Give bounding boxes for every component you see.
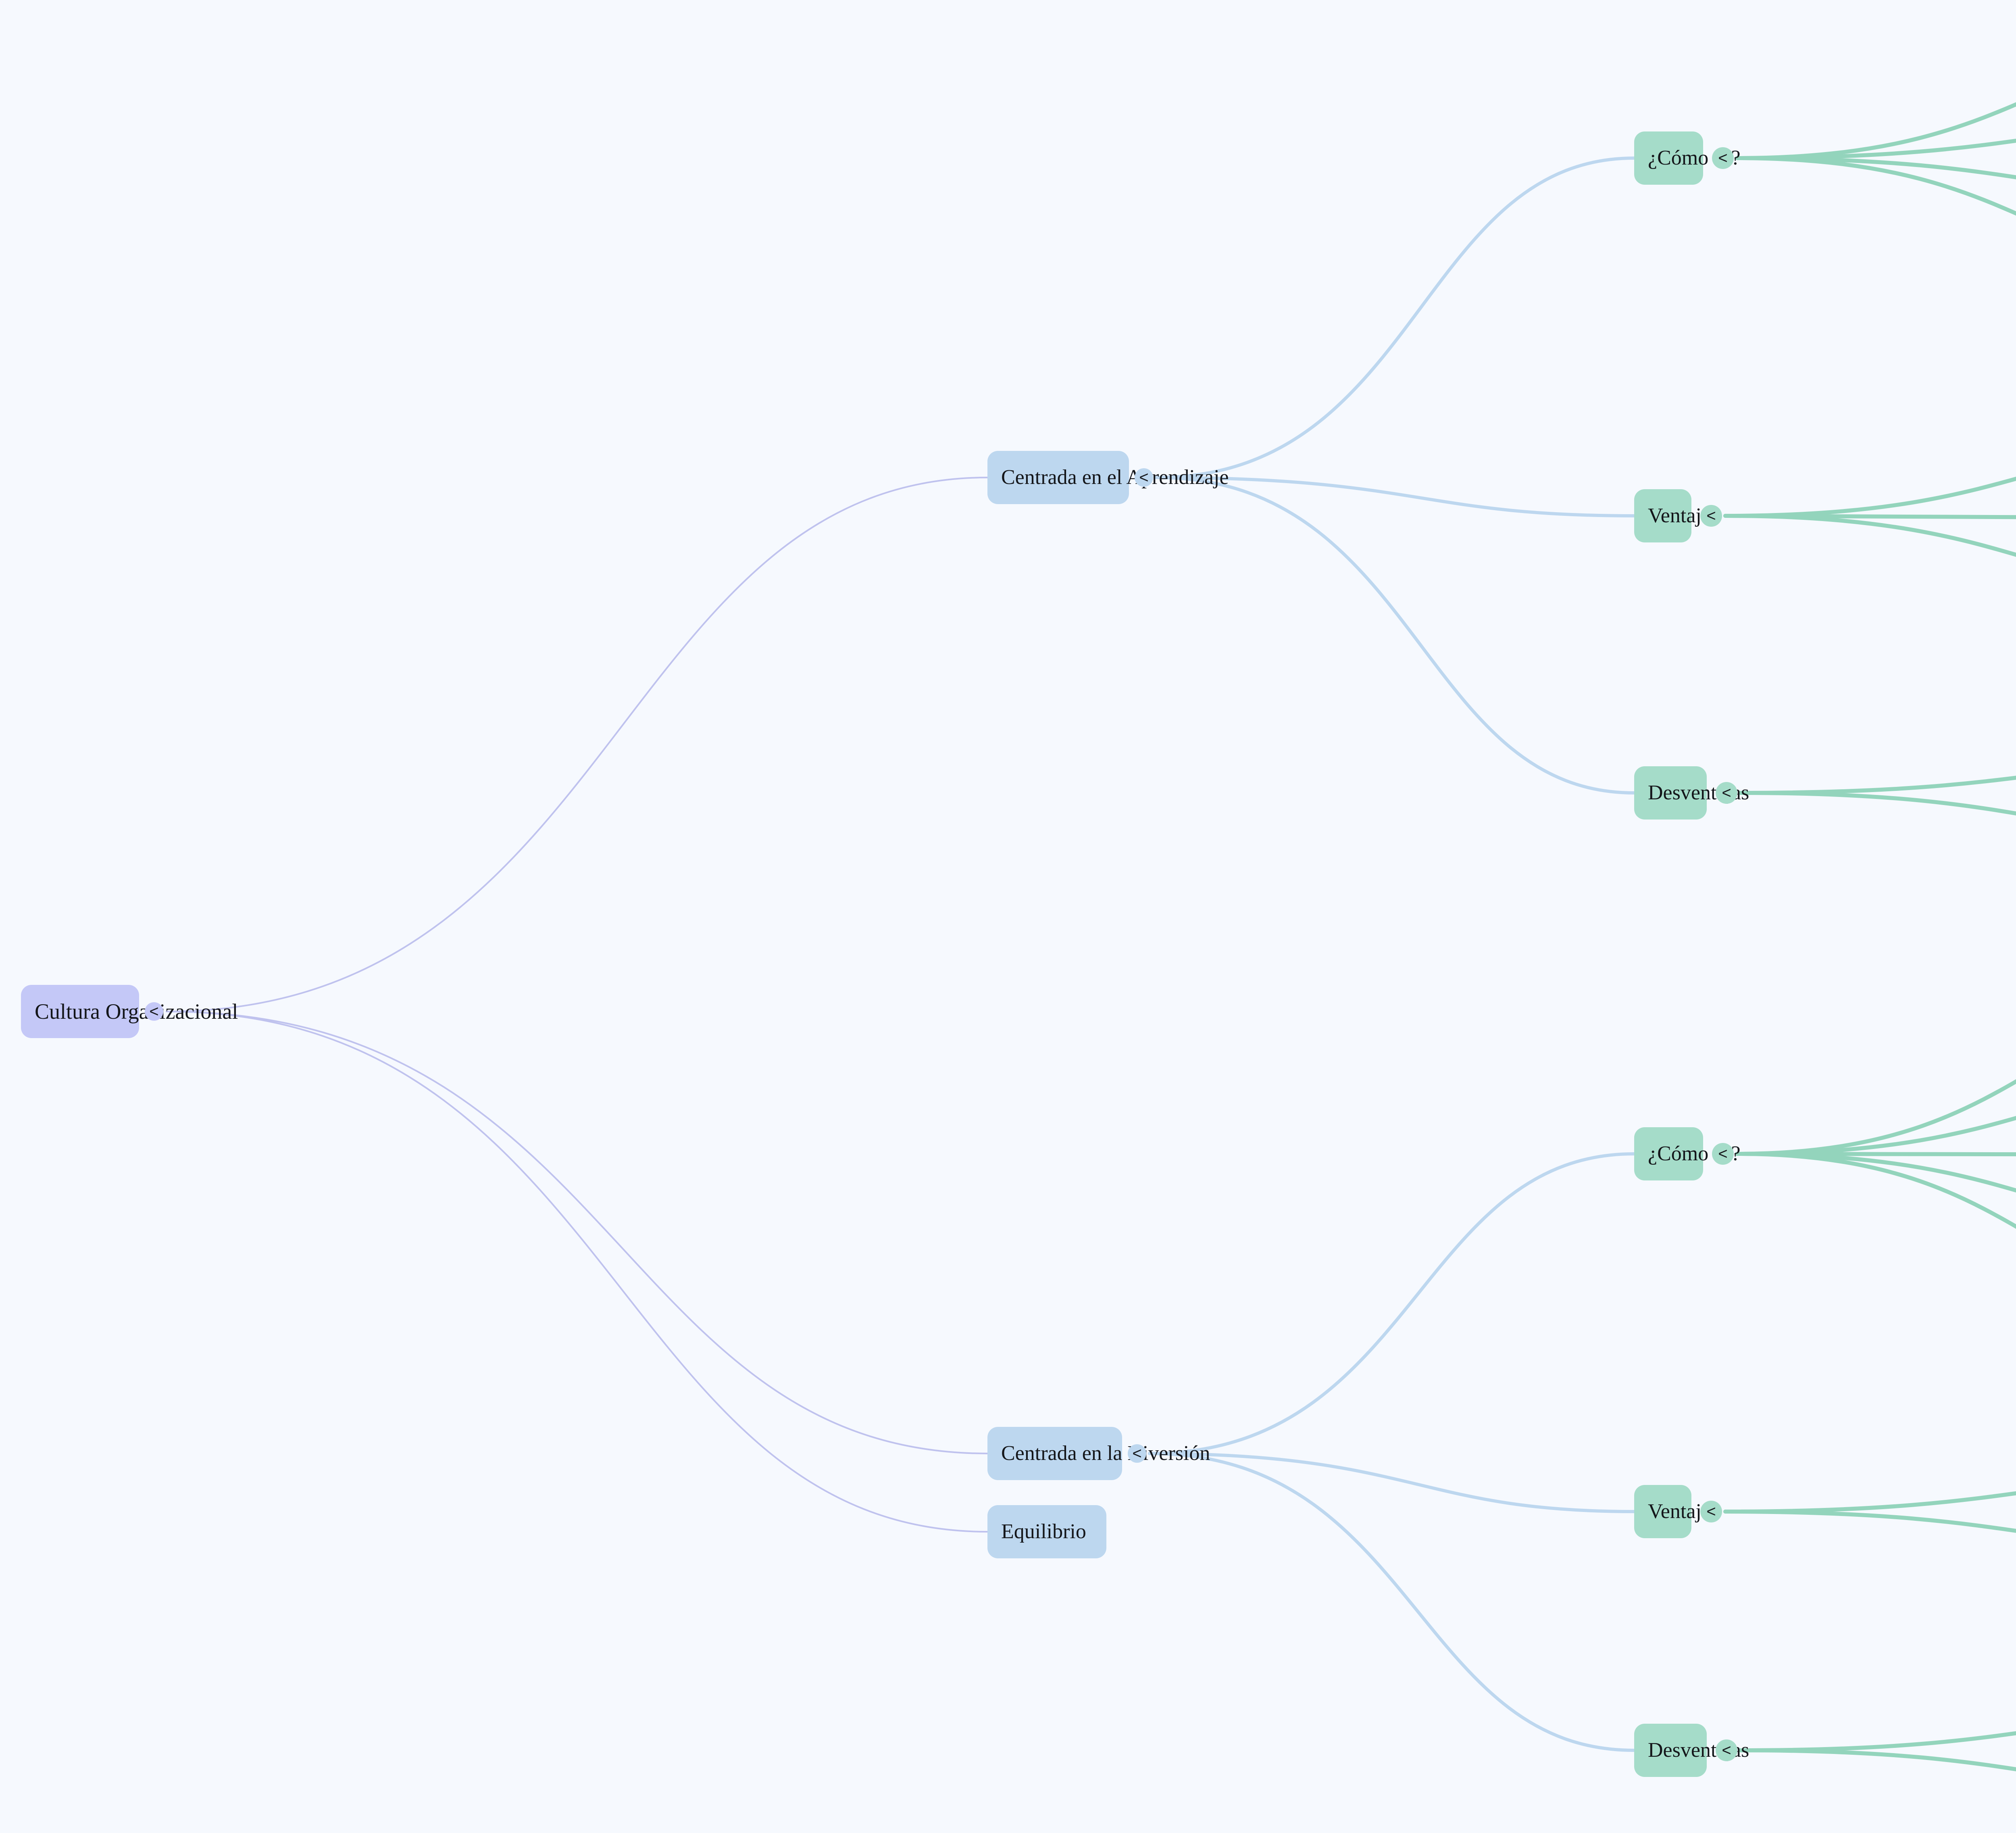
link-root-to-n-equilibrio <box>166 1011 988 1533</box>
link-n-dv-ventajas-to-leaf-e2 <box>1723 1510 2016 1533</box>
link-n-diversion-to-n-dv-desventajas <box>1148 1452 1636 1752</box>
node-label: Cultura Organizacional <box>35 999 238 1024</box>
collapse-toggle-n-dv-como[interactable]: < <box>1712 1143 1734 1165</box>
link-n-ap-desventajas-to-leaf-c2 <box>1739 791 2016 815</box>
link-n-ap-como-to-leaf-a2 <box>1735 138 2016 160</box>
chevron-left-icon: < <box>1722 784 1731 802</box>
chevron-left-icon: < <box>1718 149 1728 167</box>
chevron-left-icon: < <box>1706 507 1716 525</box>
link-n-dv-como-to-leaf-d2 <box>1735 1116 2016 1156</box>
chevron-left-icon: < <box>1718 1145 1728 1163</box>
link-n-ap-ventajas-to-leaf-b1 <box>1723 477 2016 518</box>
link-n-ap-desventajas-to-leaf-c1 <box>1739 776 2016 795</box>
collapse-toggle-n-ap-como[interactable]: < <box>1712 147 1734 169</box>
link-n-ap-ventajas-to-leaf-b3 <box>1723 514 2016 557</box>
link-n-ap-como-to-leaf-a1 <box>1735 102 2016 160</box>
mindmap-node-n-aprendizaje[interactable]: Centrada en el Aprendizaje <box>987 451 1229 504</box>
mindmap-node-n-ap-como[interactable]: ¿Cómo es? <box>1634 131 1741 185</box>
mindmap-node-n-ap-desventajas[interactable]: Desventajas <box>1634 766 1749 820</box>
link-n-aprendizaje-to-n-ap-desventajas <box>1155 476 1636 795</box>
mindmap-node-n-dv-desventajas[interactable]: Desventajas <box>1634 1724 1749 1777</box>
link-n-dv-como-to-leaf-d1 <box>1735 1079 2016 1156</box>
link-n-diversion-to-n-dv-como <box>1148 1152 1636 1455</box>
chevron-left-icon: < <box>1706 1503 1716 1520</box>
collapse-toggle-n-ap-ventajas[interactable]: < <box>1700 505 1722 527</box>
mindmap-node-n-dv-como[interactable]: ¿Cómo es? <box>1634 1127 1741 1180</box>
link-n-dv-como-to-leaf-d4 <box>1735 1152 2016 1193</box>
chevron-left-icon: < <box>1132 1445 1142 1462</box>
collapse-toggle-n-ap-desventajas[interactable]: < <box>1716 782 1737 804</box>
node-label: Equilibrio <box>1001 1520 1086 1543</box>
mindmap-node-n-dv-ventajas[interactable]: Ventajas <box>1634 1485 1719 1538</box>
link-n-dv-desventajas-to-leaf-f2 <box>1739 1748 2016 1771</box>
collapse-toggle-n-diversion[interactable]: < <box>1128 1444 1146 1463</box>
link-root-to-n-aprendizaje <box>166 477 988 1012</box>
link-n-aprendizaje-to-n-ap-como <box>1155 156 1636 479</box>
node-label: Centrada en el Aprendizaje <box>1001 466 1229 489</box>
mindmap-node-n-equilibrio[interactable]: Equilibrio <box>987 1505 1106 1558</box>
collapse-toggle-root[interactable]: < <box>145 1002 163 1021</box>
link-root-to-n-diversion <box>166 1011 988 1454</box>
mindmap-node-n-ap-ventajas[interactable]: Ventajas <box>1634 489 1719 542</box>
collapse-toggle-n-dv-desventajas[interactable]: < <box>1716 1739 1737 1761</box>
link-n-dv-como-to-leaf-d5 <box>1735 1152 2016 1229</box>
collapse-toggle-n-aprendizaje[interactable]: < <box>1135 468 1153 487</box>
mindmap-node-root[interactable]: Cultura Organizacional <box>21 985 238 1038</box>
collapse-toggle-n-dv-ventajas[interactable]: < <box>1700 1501 1722 1522</box>
link-n-ap-ventajas-to-leaf-b2 <box>1723 514 2016 519</box>
link-n-dv-ventajas-to-leaf-e1 <box>1723 1491 2016 1514</box>
link-n-ap-como-to-leaf-a4 <box>1735 156 2016 216</box>
link-n-ap-como-to-leaf-a3 <box>1735 156 2016 179</box>
chevron-left-icon: < <box>1139 469 1149 486</box>
link-n-diversion-to-n-dv-ventajas <box>1148 1452 1636 1513</box>
link-n-dv-desventajas-to-leaf-f1 <box>1739 1731 2016 1752</box>
chevron-left-icon: < <box>149 1003 159 1020</box>
node-label: Centrada en la Diversión <box>1001 1442 1210 1465</box>
mindmap-node-n-diversion[interactable]: Centrada en la Diversión <box>987 1427 1210 1480</box>
link-n-dv-como-to-leaf-d3 <box>1735 1152 2016 1156</box>
chevron-left-icon: < <box>1722 1741 1731 1759</box>
